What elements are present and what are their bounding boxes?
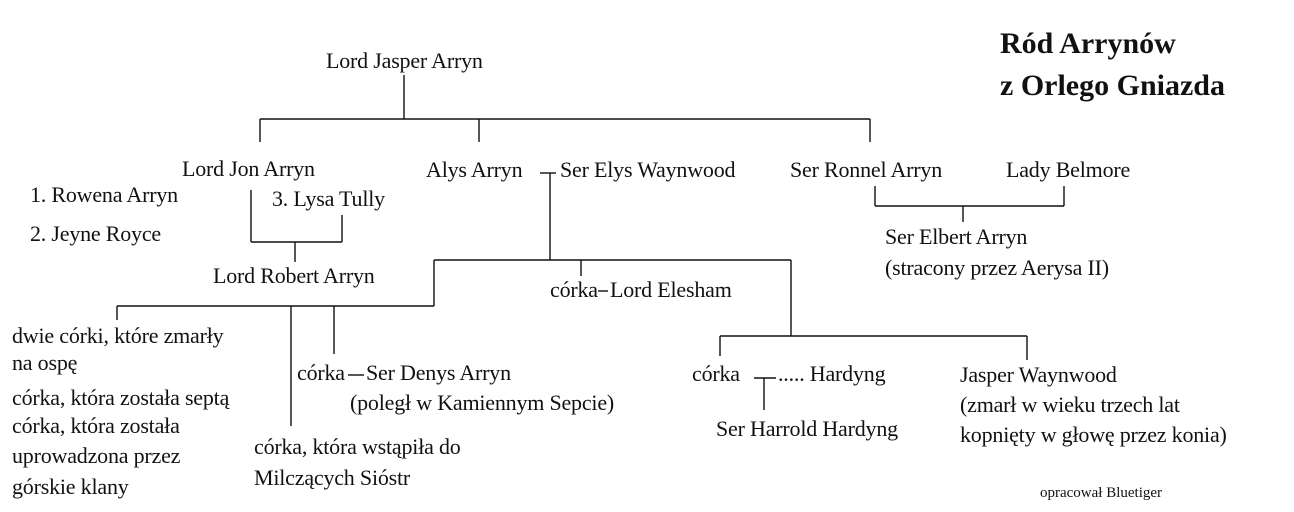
daughter-silent-sisters-line1: córka, która wstąpiła do [254,434,461,459]
diagram-title-line2: z Orlego Gniazda [1000,69,1225,102]
person-daughter-elesham: córka [550,277,598,302]
spouse-rowena-arryn: 1. Rowena Arryn [30,182,178,207]
daughters-died-of-pox-line1: dwie córki, które zmarły [12,323,224,348]
diagram-title-line1: Ród Arrynów [1000,27,1176,60]
daughter-silent-sisters-line2: Milczących Sióstr [254,465,411,490]
daughter-abducted-line3: górskie klany [12,474,129,499]
person-daughter-denys: córka [297,360,345,385]
person-jasper-waynwood: Jasper Waynwood [960,362,1117,387]
spouse-lady-belmore: Lady Belmore [1006,157,1131,182]
person-ser-elbert-arryn: Ser Elbert Arryn [885,224,1028,249]
note-denys-fell: (poległ w Kamiennym Sepcie) [350,390,615,415]
person-lord-jasper-arryn: Lord Jasper Arryn [326,48,483,73]
daughters-died-of-pox-line2: na ospę [12,350,78,375]
note-jasper-waynwood-line2: kopnięty w głowę przez konia) [960,422,1227,447]
daughter-septa: córka, która została septą [12,385,230,410]
person-daughter-hardyng: córka [692,361,740,386]
spouse-lord-elesham: Lord Elesham [610,277,732,302]
person-lord-jon-arryn: Lord Jon Arryn [182,156,315,181]
spouse-hardyng: ..... Hardyng [778,361,886,386]
person-alys-arryn: Alys Arryn [426,157,523,182]
spouse-lysa-tully: 3. Lysa Tully [272,186,385,211]
person-ser-harrold-hardyng: Ser Harrold Hardyng [716,416,898,441]
note-elbert-executed: (stracony przez Aerysa II) [885,255,1109,280]
spouse-ser-elys-waynwood: Ser Elys Waynwood [560,157,736,182]
author-credit: opracował Bluetiger [1040,485,1163,501]
note-jasper-waynwood-line1: (zmarł w wieku trzech lat [960,392,1180,417]
spouse-jeyne-royce: 2. Jeyne Royce [30,221,161,246]
person-lord-robert-arryn: Lord Robert Arryn [213,263,375,288]
daughter-abducted-line2: uprowadzona przez [12,443,181,468]
person-ser-ronnel-arryn: Ser Ronnel Arryn [790,157,943,182]
spouse-ser-denys-arryn: Ser Denys Arryn [366,360,511,385]
daughter-abducted-line1: córka, która została [12,413,180,438]
